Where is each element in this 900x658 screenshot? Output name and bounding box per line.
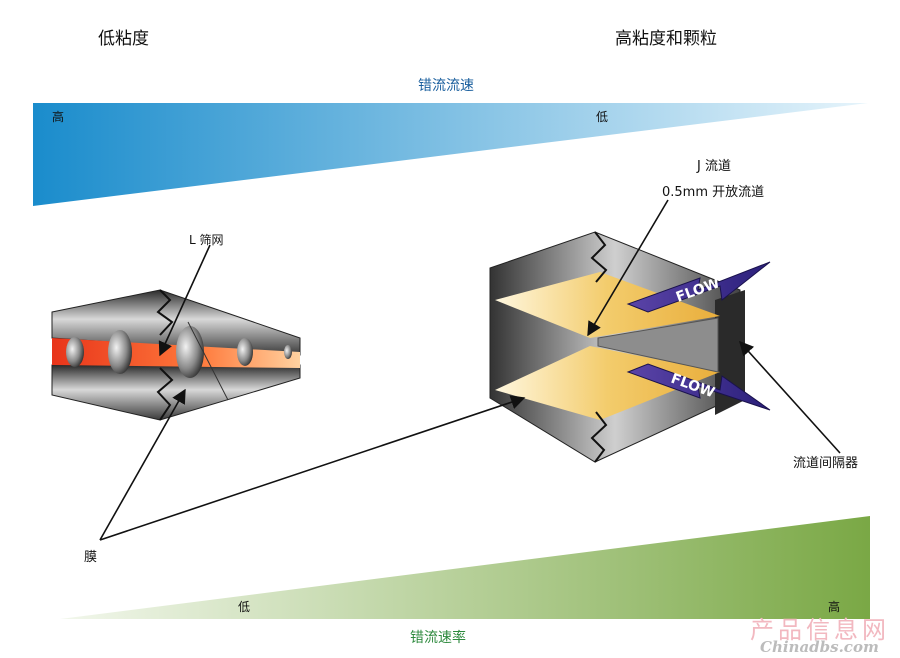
channel-label: J 流道 [697, 159, 731, 174]
membrane-pointer-right [99, 395, 526, 541]
shear-bar-high: 高 [52, 110, 65, 124]
open-channel-label: 0.5mm 开放流道 [662, 185, 765, 200]
callout-arrows [99, 199, 841, 541]
rate-bar-title: 错流速率 [410, 630, 466, 646]
heading-low-viscosity: 低粘度 [98, 29, 149, 49]
rate-gradient-bar [60, 516, 870, 619]
screen-module [51, 289, 301, 421]
membrane-pointer-left [99, 388, 186, 541]
shear-bar-low: 低 [596, 110, 609, 124]
rate-bar-high: 高 [828, 600, 841, 614]
heading-high-viscosity: 高粘度和颗粒 [615, 29, 717, 49]
open-channel-module: FLOW FLOW [489, 231, 771, 463]
rate-bar-low: 低 [238, 600, 251, 614]
open-channel-pointer [587, 199, 669, 337]
watermark-en: Chinadbs.com [760, 638, 879, 656]
shear-bar-title: 错流流速 [418, 78, 474, 94]
screen-label: L 筛网 [189, 233, 224, 247]
membrane-label: 膜 [84, 550, 98, 565]
shear-gradient-bar [33, 103, 868, 206]
watermark-cn: 产品信息网 [750, 616, 890, 644]
spacer-label: 流道间隔器 [793, 456, 859, 471]
spacer-pointer [739, 340, 841, 454]
screen-pointer [158, 244, 211, 357]
